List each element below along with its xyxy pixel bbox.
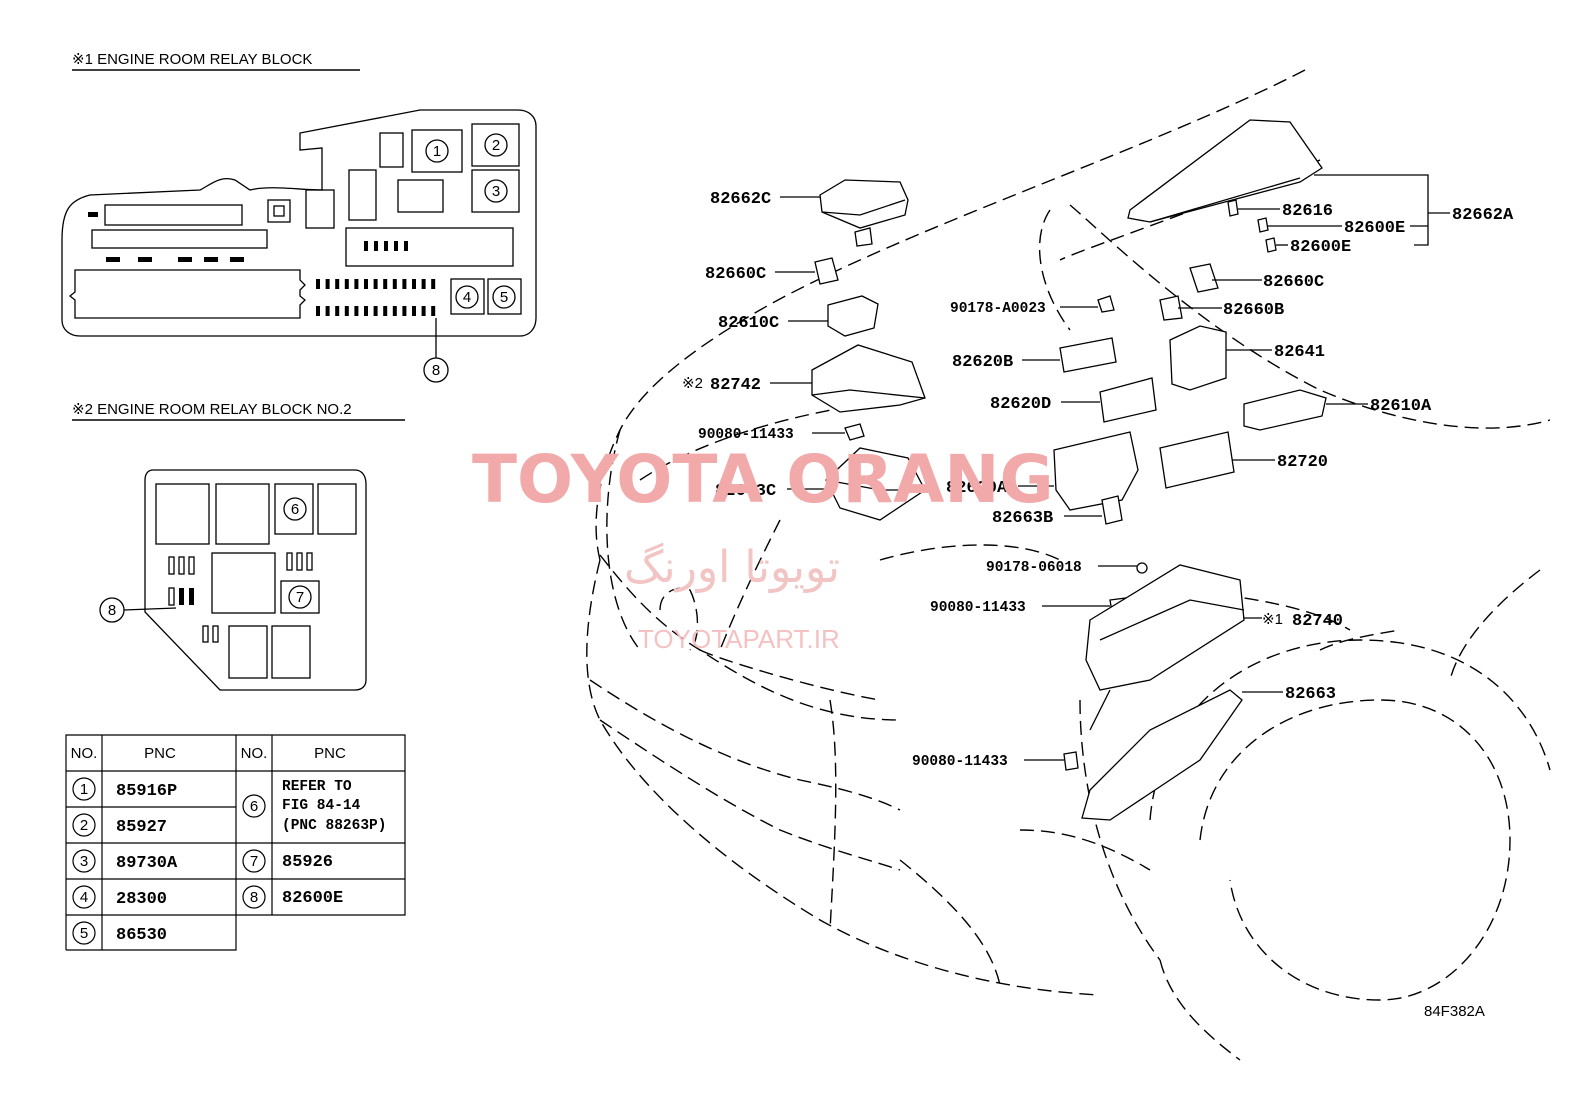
fuse-slot — [335, 279, 340, 289]
label-82660C-left: 82660C — [705, 265, 766, 284]
marker-7: 7 — [296, 589, 304, 606]
label-82660B: 82660B — [1223, 301, 1284, 320]
marker-8-block1: 8 — [432, 362, 440, 379]
table-header-no-1: NO. — [71, 745, 98, 762]
label-90080-lower: 90080-11433 — [912, 754, 1008, 770]
fuse-slot — [392, 279, 397, 289]
marker-2: 2 — [492, 137, 500, 154]
fuse-slot — [383, 279, 388, 289]
table-row-no: 1 — [80, 781, 88, 798]
fuse-slot — [316, 279, 320, 289]
table-row-pnc: 85927 — [116, 818, 167, 837]
relay-block-2-heading: ※2 ENGINE ROOM RELAY BLOCK NO.2 — [72, 401, 352, 418]
marker-1: 1 — [433, 143, 441, 160]
label-82600E-1: 82600E — [1344, 219, 1405, 238]
marker-3: 3 — [492, 183, 500, 200]
watermark-persian: تویوتا اورنگ — [624, 542, 840, 593]
table-header-pnc-1: PNC — [144, 745, 176, 762]
fuse-slot — [431, 306, 436, 316]
table-header-pnc-2: PNC — [314, 745, 346, 762]
part-labels: 82662C 82660C 82610C ※2 82742 90080-1143… — [682, 190, 1514, 770]
label-82742-mark: ※2 — [682, 375, 703, 392]
figure-code: 84F382A — [1424, 1003, 1485, 1020]
table-row-no: 3 — [80, 853, 88, 870]
table-row-pnc: 28300 — [116, 890, 167, 909]
label-82641: 82641 — [1274, 343, 1325, 362]
fuse-slot — [364, 306, 368, 316]
table-row-pnc: 85916P — [116, 782, 177, 801]
label-82610C: 82610C — [718, 314, 779, 333]
label-90080-mid: 90080-11433 — [930, 600, 1026, 616]
label-82610A: 82610A — [1370, 397, 1432, 416]
label-90178-A0023: 90178-A0023 — [950, 301, 1046, 317]
label-82663C: 82663C — [715, 482, 776, 501]
fuse-slot — [402, 306, 407, 316]
table-row-no: 4 — [80, 889, 88, 906]
label-82740-mark: ※1 — [1262, 611, 1283, 628]
table-row-no: 6 — [250, 798, 258, 815]
fuse-slot — [431, 279, 436, 289]
relay-block-1-diagram: ※1 ENGINE ROOM RELAY BLOCK 1 — [61, 51, 537, 383]
fuse-slot — [316, 306, 320, 316]
label-82660C-right: 82660C — [1263, 273, 1324, 292]
marker-4: 4 — [463, 289, 471, 306]
label-82620B: 82620B — [952, 353, 1013, 372]
label-90080-upper: 90080-11433 — [698, 427, 794, 443]
label-82662C: 82662C — [710, 190, 771, 209]
label-82662A: 82662A — [1452, 206, 1514, 225]
table-row-no: 2 — [80, 817, 88, 834]
table-row-pnc: 89730A — [116, 854, 178, 873]
fuse-slot — [412, 279, 416, 289]
label-82620A: 82620A — [946, 479, 1008, 498]
fuse-slot — [392, 306, 397, 316]
marker-6: 6 — [291, 501, 299, 518]
table-row-pnc-line1: REFER TO — [282, 779, 352, 795]
label-82663: 82663 — [1285, 685, 1336, 704]
table-row-no: 5 — [80, 925, 88, 942]
marker-8-block2: 8 — [108, 602, 116, 619]
fuse-slot — [344, 279, 349, 289]
label-82620D: 82620D — [990, 395, 1051, 414]
fuse-slot — [383, 306, 388, 316]
marker-5: 5 — [500, 289, 508, 306]
watermark-site: TOYOTAPART.IR — [638, 624, 840, 654]
fuse-slot — [325, 279, 330, 289]
label-82663B: 82663B — [992, 509, 1053, 528]
part-drawings — [811, 119, 1327, 821]
label-82742: 82742 — [710, 376, 761, 395]
label-82616: 82616 — [1282, 202, 1333, 221]
fuse-slot — [373, 306, 378, 316]
relay-block-2-diagram: ※2 ENGINE ROOM RELAY BLOCK NO.2 6 7 8 — [72, 401, 405, 691]
watermark-brand: TOYOTA ORANG — [472, 441, 1054, 518]
table-row-pnc: 82600E — [282, 889, 343, 908]
fuse-slot — [421, 279, 426, 289]
label-90178-06018: 90178-06018 — [986, 560, 1082, 576]
fuse-slot — [421, 306, 426, 316]
fuse-slot — [325, 306, 330, 316]
table-row-no: 8 — [250, 889, 258, 906]
fuse-slot — [354, 279, 359, 289]
fuse-slot — [373, 279, 378, 289]
table-row-pnc-line2: FIG 84-14 — [282, 798, 361, 814]
fuse-slot — [335, 306, 340, 316]
table-row-pnc: 85926 — [282, 853, 333, 872]
table-row-no: 7 — [250, 853, 258, 870]
fuse-slot — [402, 279, 407, 289]
table-header-no-2: NO. — [241, 745, 268, 762]
leader-lines — [770, 174, 1450, 761]
fuse-slot — [364, 279, 368, 289]
label-82720: 82720 — [1277, 453, 1328, 472]
fuse-slot — [412, 306, 416, 316]
table-row-pnc-line3: (PNC 88263P) — [282, 818, 386, 834]
label-82740: 82740 — [1292, 612, 1343, 631]
table-row-pnc: 86530 — [116, 926, 167, 945]
pnc-table: NO. PNC NO. PNC 1 85916P 2 85927 3 89730… — [65, 734, 406, 951]
label-82600E-2: 82600E — [1290, 238, 1351, 257]
watermark: TOYOTA ORANG تویوتا اورنگ TOYOTAPART.IR — [472, 441, 1054, 654]
fuse-slot — [354, 306, 359, 316]
fuse-slot — [344, 306, 349, 316]
relay-block-1-heading: ※1 ENGINE ROOM RELAY BLOCK — [72, 51, 312, 68]
